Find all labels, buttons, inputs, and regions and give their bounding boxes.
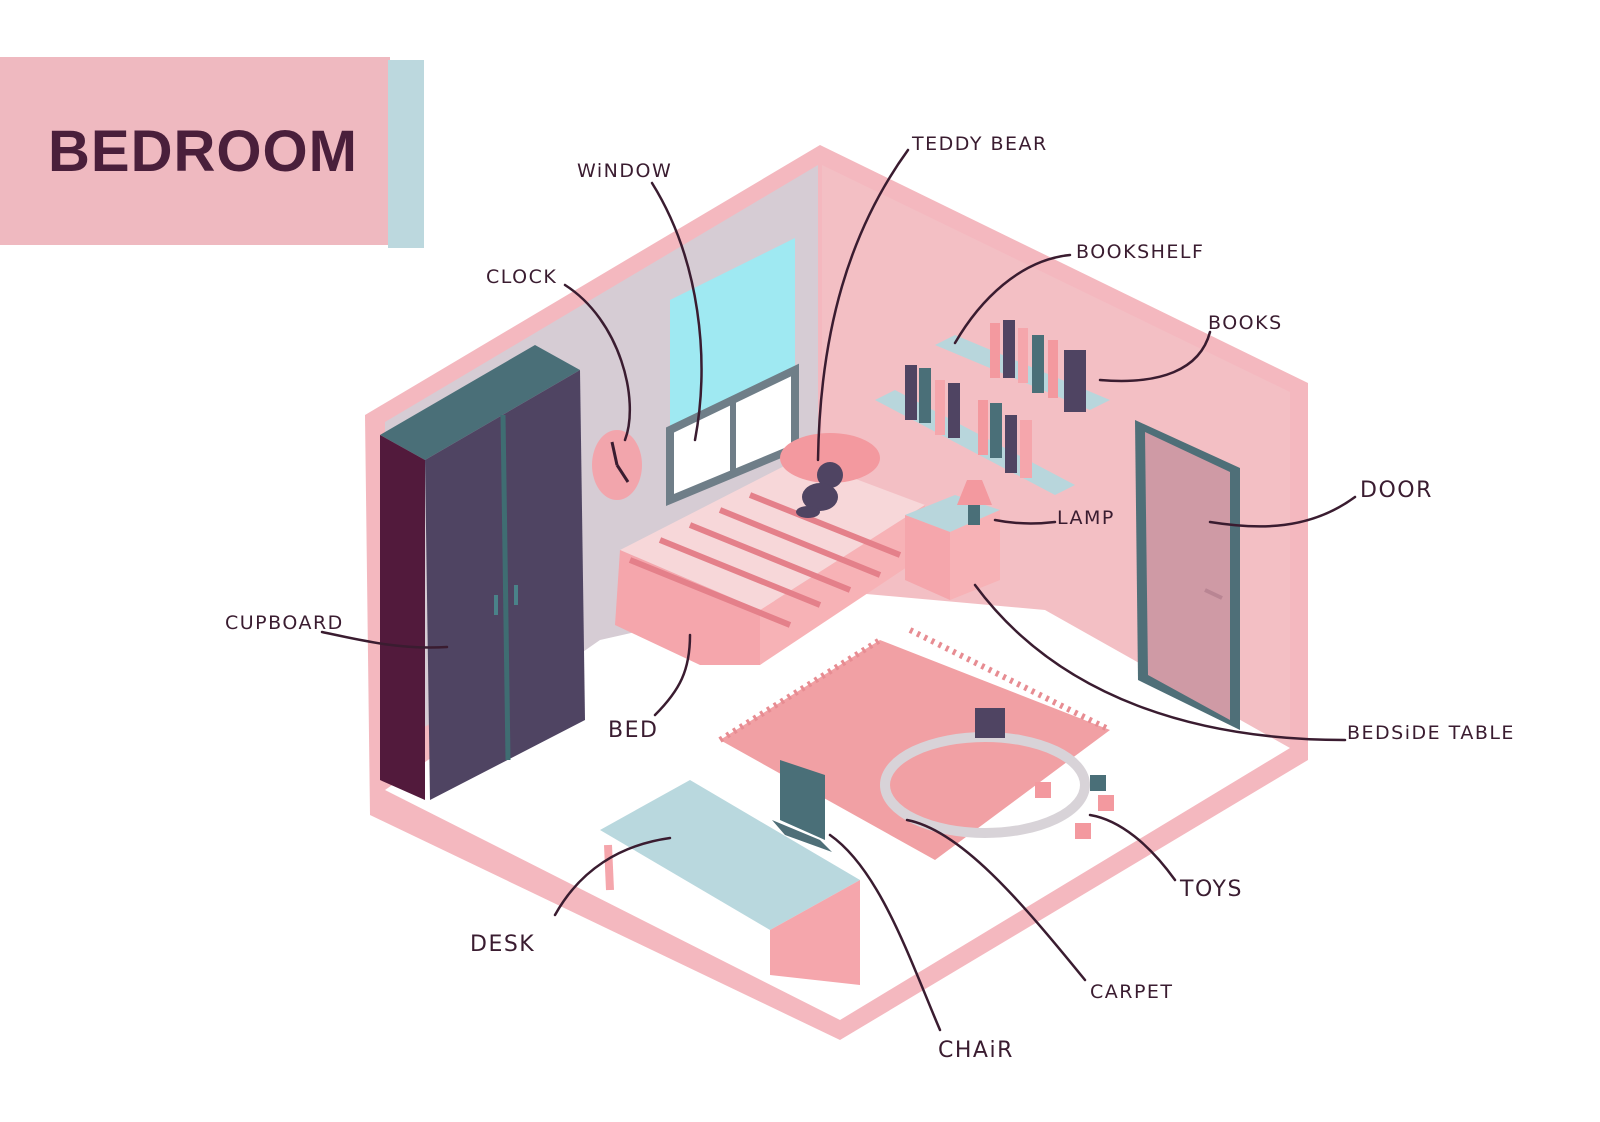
cupboard-label: CUPBOARD [225,612,344,634]
door-label: DOOR [1360,478,1433,503]
clock-illustration [592,430,642,500]
toys-label: TOYS [1180,877,1243,902]
bed-illustration [615,433,925,665]
window [666,238,799,506]
banner-edge [388,60,424,248]
banner [0,57,390,245]
bedside-table-label: BEDSiDE TABLE [1347,722,1515,744]
door-illustration [1135,420,1240,730]
toys-illustration [880,708,1114,839]
teddy-bear-illustration [796,462,843,518]
bookshelf-illustration [875,320,1110,495]
lamp-illustration [957,480,992,525]
carpet-label: CARPET [1090,981,1174,1003]
leader-lines [320,148,1357,1032]
teddy-bear-label: TEDDY BEAR [912,133,1048,155]
chair-illustration [772,760,832,852]
page-title: BEDROOM [48,119,358,184]
chair-label: CHAiR [938,1038,1014,1063]
clock-label: CLOCK [486,266,558,288]
window-label: WiNDOW [577,160,673,182]
books-illustration [905,320,1086,478]
lamp-label: LAMP [1057,507,1115,529]
bookshelf-label: BOOKSHELF [1076,241,1205,263]
desk-illustration [600,780,860,985]
books-label: BOOKS [1208,312,1283,334]
cupboard-illustration [380,345,585,800]
bed-label: BED [608,718,659,743]
bedside-table-illustration [905,495,1000,600]
desk-label: DESK [470,932,536,957]
